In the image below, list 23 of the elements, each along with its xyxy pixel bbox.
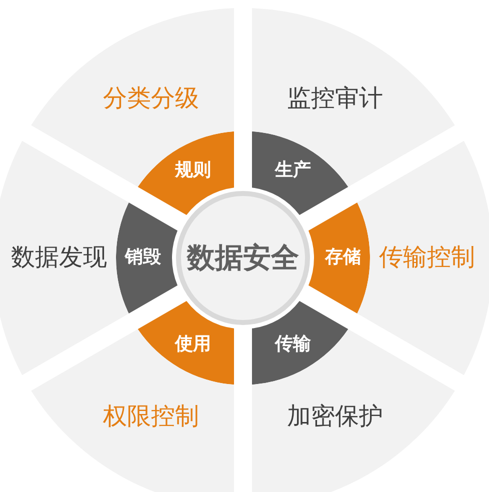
segment-label: 加密保护 [287,404,383,432]
outer-ring-segment [31,329,235,492]
segment-label: 生产 [275,161,311,182]
segment-label: 规则 [175,161,211,182]
segment-label: 存储 [325,248,361,268]
outer-ring-segment [251,8,455,187]
inner-ring-segment [251,131,349,216]
outer-ring-segment [31,8,235,187]
segment-label: 传输控制 [379,244,475,272]
inner-ring-segment [137,300,235,385]
segment-label: 使用 [175,334,211,355]
inner-ring-segment [251,300,349,385]
outer-ring-segment [251,329,455,492]
segment-label: 权限控制 [103,404,199,432]
segment-label: 传输 [275,334,311,355]
inner-ring-segment [137,131,235,216]
segment-label: 数据发现 [11,244,107,272]
segment-label: 监控审计 [287,84,383,112]
segment-label: 销毁 [125,248,161,268]
inner-ring-segment [116,202,178,314]
segment-label: 分类分级 [103,84,199,112]
inner-ring-segment [308,202,370,314]
center-label: 数据安全 [187,242,299,274]
